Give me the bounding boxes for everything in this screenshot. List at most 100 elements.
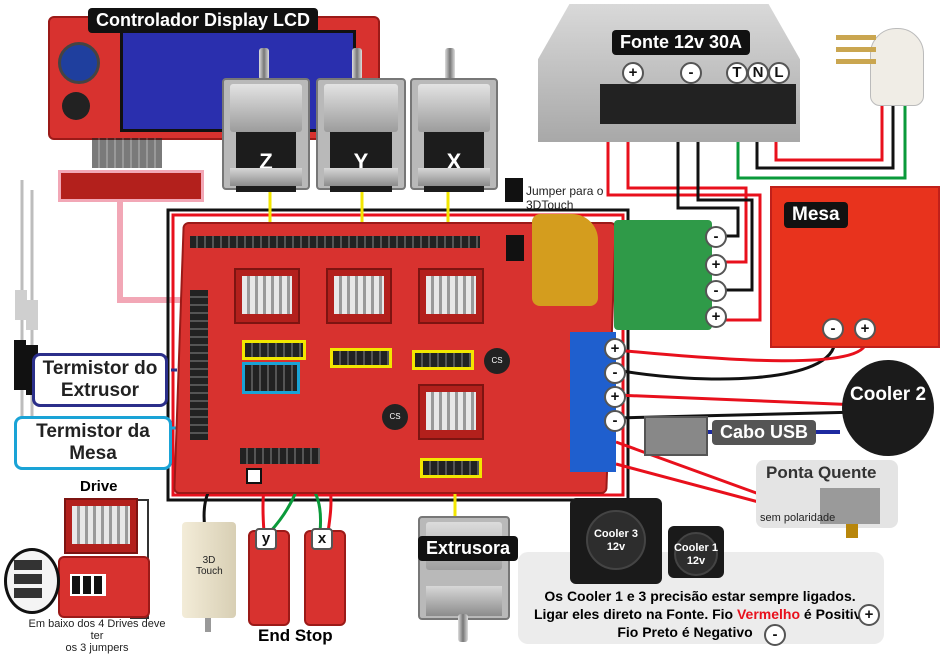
- extruder-motor: [418, 516, 510, 620]
- board-outline-black: [166, 208, 630, 502]
- psu-term-l: L: [768, 62, 790, 84]
- cooler1-fan: Cooler 1 12v: [668, 526, 724, 578]
- endstop-x-label: x: [311, 528, 333, 550]
- cooler2-fan: [842, 360, 934, 456]
- psu-term-plus: +: [622, 62, 644, 84]
- blue-term-1: +: [604, 338, 626, 360]
- motor-y-shaft: [352, 48, 362, 80]
- cooler3-fan: Cooler 3 12v: [570, 498, 662, 584]
- motor-x-connector: [412, 350, 474, 370]
- cooler2-label: Cooler 2: [850, 384, 927, 406]
- motor-z: Z: [222, 78, 310, 192]
- probe-body-2: [26, 300, 38, 330]
- green-term-2: +: [705, 254, 727, 276]
- cooler1-label: Cooler 1 12v: [673, 542, 718, 567]
- psu-term-minus: -: [680, 62, 702, 84]
- psu-red-wire-2: [626, 125, 748, 264]
- board-left-headers: [190, 290, 208, 440]
- green-terminal-block: [614, 220, 712, 330]
- capacitor-1: CS: [484, 348, 510, 374]
- ac-plug-icon: [870, 28, 924, 106]
- psu-term-n: N: [747, 62, 769, 84]
- hotend-nozzle-icon: [846, 524, 858, 538]
- mesa-term-minus: -: [822, 318, 844, 340]
- hotend-block-icon: [820, 488, 880, 524]
- driver-y: [326, 268, 392, 324]
- endstop-title: End Stop: [258, 626, 333, 645]
- note-line-1: Os Cooler 1 e 3 precisão estar sempre li…: [544, 588, 856, 604]
- cooler3-label: Cooler 3 12v: [593, 528, 638, 553]
- green-term-3: -: [705, 280, 727, 302]
- cooler2-red-wire: [615, 393, 861, 407]
- jumper-3dtouch-header: [506, 235, 524, 261]
- endstop-pins: [240, 448, 320, 464]
- ac-red-wire: [774, 100, 884, 162]
- touch-label: 3D Touch: [196, 555, 223, 577]
- green-term-1: -: [705, 226, 727, 248]
- ac-black-wire: [755, 100, 895, 170]
- ac-green-wire: [736, 100, 907, 180]
- note-minus-icon: -: [764, 624, 786, 646]
- blue-term-3: +: [604, 386, 626, 408]
- drive-label: Drive: [80, 478, 118, 495]
- blue-term-4: -: [604, 410, 626, 432]
- note-line-2c: é Positivo: [800, 606, 871, 622]
- psu-black-wire-1: [676, 125, 740, 238]
- mesa-black-wire: [615, 339, 837, 381]
- capacitor-2: CS: [382, 404, 408, 430]
- touch-sensor-tip: [205, 618, 211, 632]
- psu-term-t: T: [726, 62, 748, 84]
- lcd-knob-icon: [58, 42, 100, 84]
- drive-module: [64, 498, 138, 554]
- termistor-extrusor-callout: Termistor do Extrusor: [32, 353, 168, 407]
- fuse-yellow: [532, 214, 598, 306]
- endstop-pin-touch: [246, 468, 262, 484]
- motor-x: X: [410, 78, 498, 192]
- psu-red-wire-1: [606, 125, 762, 322]
- endstop-y-label: y: [255, 528, 277, 550]
- drive-jumpers: [70, 574, 106, 596]
- probe-sleeve-1: [14, 340, 26, 390]
- mesa-term-plus: +: [854, 318, 876, 340]
- termistor-mesa-callout: Termistor da Mesa: [14, 416, 172, 470]
- psu-black-wire-2: [696, 125, 754, 292]
- jumper-label: Jumper para o 3DTouch: [526, 184, 604, 212]
- lcd-ribbon-cable: [92, 138, 162, 168]
- motor-x-shaft: [445, 48, 455, 80]
- lcd-adapter: [58, 170, 204, 202]
- thermistor-pins: [242, 362, 300, 394]
- touch-sensor: [182, 522, 236, 618]
- psu-title: Fonte 12v 30A: [612, 30, 751, 55]
- jumper-zoom-pins: [14, 558, 42, 598]
- driver-z: [234, 268, 300, 324]
- blue-term-2: -: [604, 362, 626, 384]
- note-line-2a: Ligar eles direto na Fonte. Fio: [533, 606, 737, 622]
- usb-label: Cabo USB: [712, 420, 817, 445]
- note-plus-icon: +: [858, 604, 880, 626]
- ac-plug-pins: [836, 34, 876, 64]
- hotend-polarity: sem polaridade: [760, 512, 836, 524]
- lcd-ribbon-wire: [117, 190, 196, 303]
- extruder-shaft: [458, 614, 468, 642]
- hotend-red-wire-2: [615, 462, 771, 507]
- extruder-label: Extrusora: [418, 536, 519, 561]
- driver-x: [418, 268, 484, 324]
- drive-note: Em baixo dos 4 Drives deve ter os 3 jump…: [28, 618, 166, 654]
- mesa-red-wire: [615, 339, 868, 363]
- note-line-2: Ligar eles direto na Fonte. Fio Vermelho…: [532, 606, 872, 622]
- motor-y-connector: [330, 348, 392, 368]
- probe-body-1: [15, 290, 27, 320]
- motor-z-connector: [242, 340, 306, 360]
- jumper-3dtouch: [505, 178, 523, 202]
- hotend-label: Ponta Quente: [766, 463, 877, 482]
- green-term-4: +: [705, 306, 727, 328]
- usb-port: [644, 416, 708, 456]
- mesa-title: Mesa: [784, 202, 848, 228]
- note-line-2b: Vermelho: [736, 606, 801, 622]
- lcd-title: Controlador Display LCD: [88, 8, 319, 33]
- psu-terminal-strip: [600, 84, 796, 124]
- note-line-3: Fio Preto é Negativo: [617, 624, 753, 640]
- motor-y: Y: [316, 78, 406, 192]
- hotend-red-wire-1: [615, 440, 771, 500]
- extruder-connector: [420, 458, 482, 478]
